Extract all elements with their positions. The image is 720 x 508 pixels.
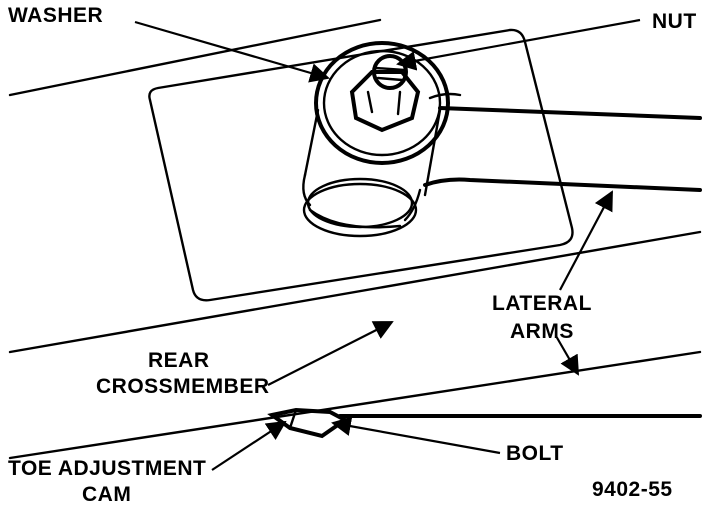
toe-cam-leader xyxy=(211,420,287,471)
bushing-assembly xyxy=(302,108,442,238)
lateral-arm-lower xyxy=(8,350,702,460)
label-rear-line1: REAR xyxy=(148,349,210,372)
lateral-arms-leader-upper xyxy=(559,190,613,291)
rear-crossmember xyxy=(8,18,702,354)
label-nut: NUT xyxy=(652,10,697,33)
label-washer: WASHER xyxy=(8,4,103,27)
lateral-arm-upper xyxy=(423,92,702,192)
lateral-arms-leader-lower xyxy=(555,335,579,376)
label-lateral-arms-line1: LATERAL xyxy=(492,292,592,315)
nut xyxy=(349,70,421,133)
label-lateral-arms-line2: ARMS xyxy=(510,320,574,343)
washer xyxy=(314,41,450,165)
nut-leader xyxy=(396,18,641,71)
label-rear-line2: CROSSMEMBER xyxy=(96,375,270,398)
figure-id: 9402-55 xyxy=(592,478,673,501)
rear-crossmember-leader xyxy=(267,321,394,386)
washer-leader xyxy=(134,20,330,83)
label-toe-line2: CAM xyxy=(82,483,131,506)
label-bolt: BOLT xyxy=(506,442,564,465)
bolt-leader xyxy=(331,416,501,455)
label-toe-line1: TOE ADJUSTMENT xyxy=(8,457,206,480)
